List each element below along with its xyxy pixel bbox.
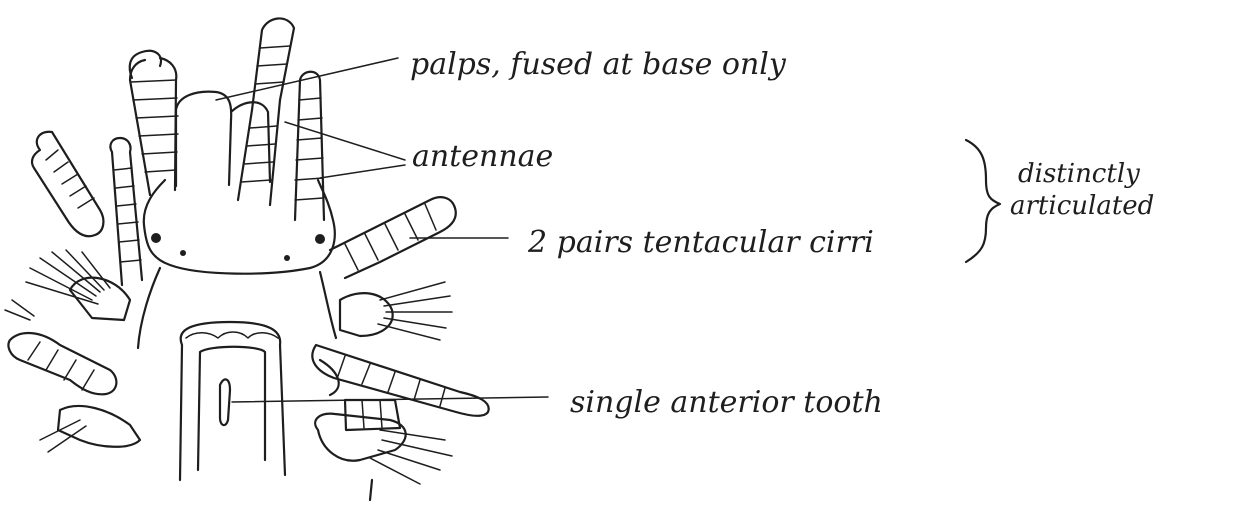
tooth-leader [232, 397, 548, 402]
antennae-leader-2 [320, 165, 405, 178]
right-parapodium-1 [340, 282, 452, 340]
left-parapodium-2 [5, 300, 116, 394]
bracket [966, 140, 1000, 262]
label-bracket-line1: distinctly [1018, 159, 1140, 189]
palps [176, 92, 270, 186]
labels: palps, fused at base only antennae 2 pai… [410, 47, 1154, 420]
label-antennae: antennae [412, 139, 553, 174]
label-bracket-line2: articulated [1010, 191, 1154, 221]
eye-right-2 [284, 255, 290, 261]
eye-left-1 [151, 233, 161, 243]
specimen-drawing [5, 18, 489, 500]
center-antenna-1 [252, 18, 294, 110]
antennae-leader-1 [285, 122, 405, 160]
body-bottom-line [370, 480, 372, 500]
eye-left-2 [180, 250, 186, 256]
left-parapodium-1 [26, 250, 130, 320]
right-parapodium-3 [315, 414, 452, 484]
label-tentacular-cirri: 2 pairs tentacular cirri [527, 225, 874, 260]
left-antenna [110, 138, 142, 285]
label-tooth: single anterior tooth [570, 385, 883, 420]
center-antenna-1-lower [238, 100, 280, 205]
left-tentacular-cirrus [130, 51, 178, 195]
far-left-cirrus [32, 132, 103, 236]
eye-right-1 [315, 234, 325, 244]
body-outline-right [320, 272, 336, 338]
palps-leader [216, 58, 398, 100]
label-palps: palps, fused at base only [410, 47, 787, 82]
left-parapodium-3 [40, 406, 140, 452]
anterior-tooth [220, 379, 230, 425]
center-antenna-2 [295, 72, 324, 220]
